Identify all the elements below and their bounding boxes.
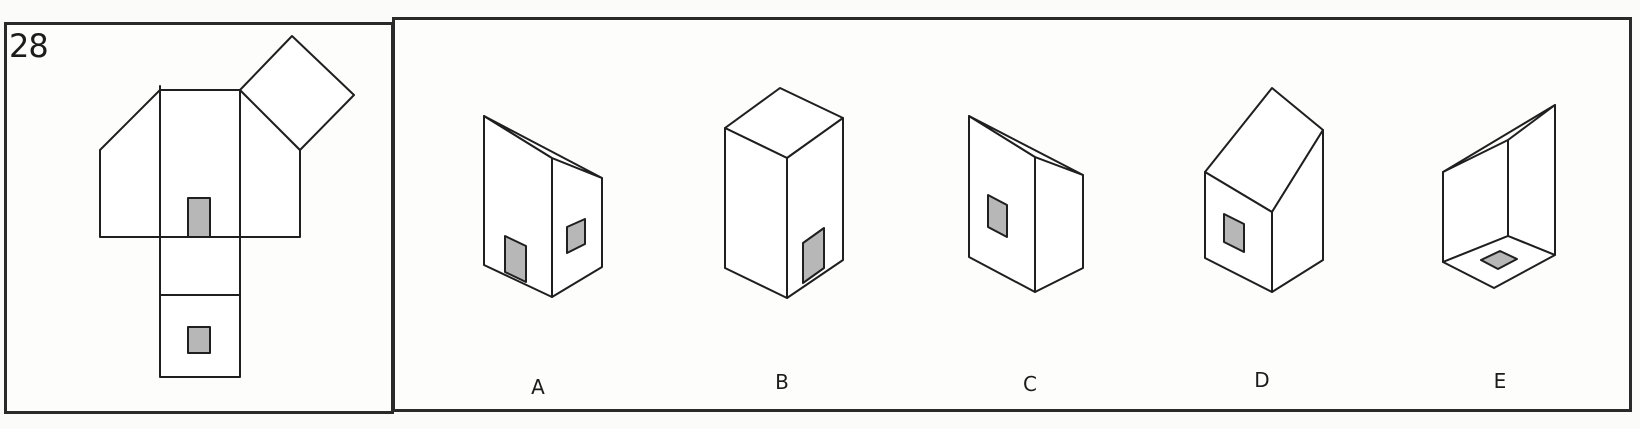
option-c-label[interactable]: C [1023,372,1037,396]
option-e-floor-window [1480,250,1518,270]
option-b-door [802,227,825,284]
option-b-solid [724,87,844,299]
option-a-solid [483,115,603,298]
option-e-right-face [1507,104,1556,256]
option-a-window [566,218,586,254]
net-door [187,197,211,238]
option-c-window [987,194,1008,238]
net-lower-square [159,236,241,296]
net-window [187,326,211,354]
option-d-label[interactable]: D [1254,368,1270,392]
option-e-solid [1442,104,1556,289]
option-d-right-face [1271,129,1324,293]
option-c-roof-face [968,115,1084,176]
option-a-label[interactable]: A [531,375,545,399]
option-c-solid [968,115,1084,293]
option-d-window [1223,213,1245,253]
option-d-solid [1204,87,1324,293]
option-b-label[interactable]: B [775,370,789,394]
net-roof-square [239,35,355,151]
option-e-top-edge [1442,104,1556,173]
option-a-roof-face [483,115,603,179]
option-b-right-face [786,117,844,299]
question-number: 28 [9,27,49,65]
option-a-door [504,235,527,283]
net-drawing [99,35,355,378]
option-e-label[interactable]: E [1493,369,1507,393]
